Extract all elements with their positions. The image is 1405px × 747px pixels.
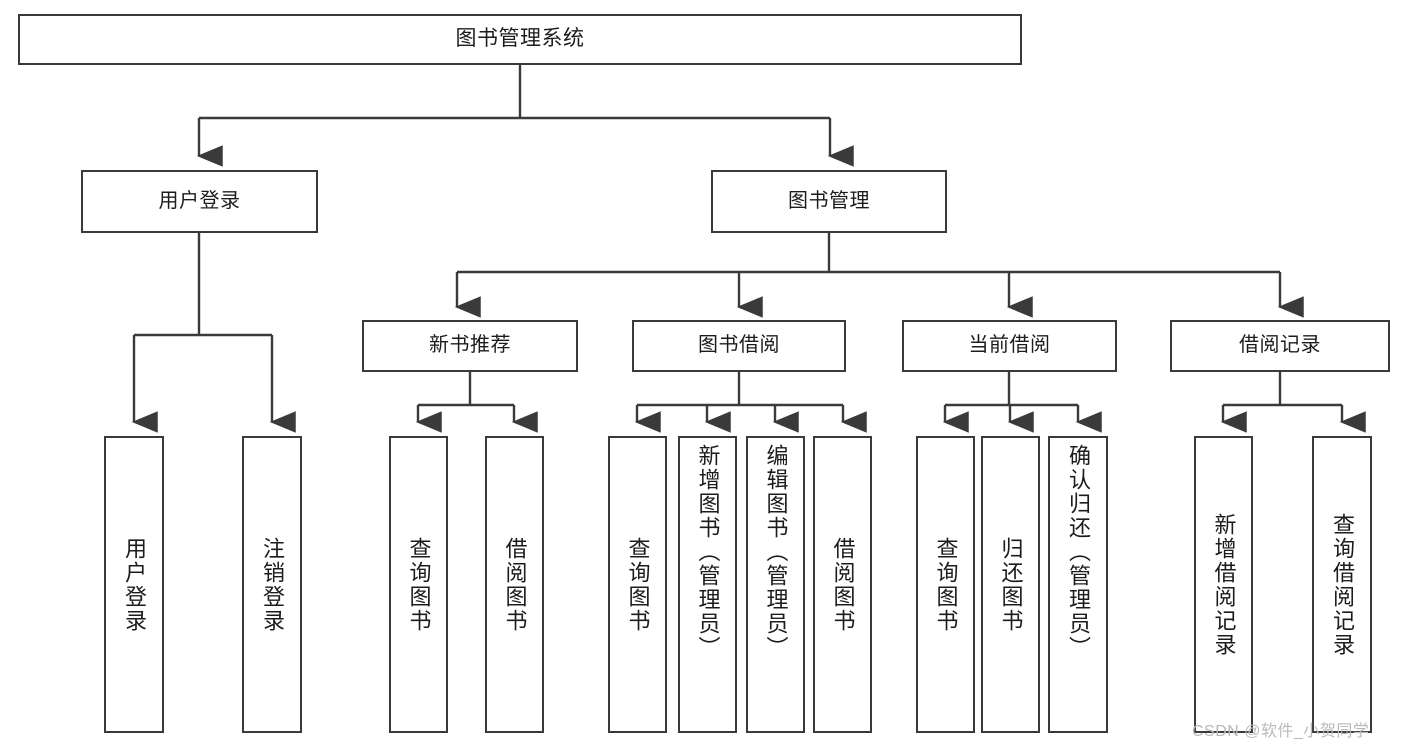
leaf-user-login-login[interactable]: 用户登录: [104, 436, 164, 733]
node-label: 新书推荐: [429, 334, 511, 357]
leaf-current-borrow-confirm-return[interactable]: 确认归还（管理员）: [1048, 436, 1108, 733]
node-label: 图书管理: [788, 189, 870, 212]
node-label: 归还图书: [998, 536, 1024, 633]
node-label: 图书借阅: [698, 334, 780, 357]
leaf-borrow-record-query[interactable]: 查询借阅记录: [1312, 436, 1372, 733]
node-label: 借阅图书: [502, 536, 528, 633]
node-label: 查询图书: [625, 536, 651, 633]
leaf-book-borrow-edit[interactable]: 编辑图书（管理员）: [746, 436, 805, 733]
node-user-login[interactable]: 用户登录: [81, 170, 318, 233]
leaf-book-borrow-add[interactable]: 新增图书（管理员）: [678, 436, 737, 733]
node-label: 新增图书（管理员）: [695, 444, 721, 660]
node-label: 当前借阅: [968, 334, 1051, 357]
leaf-borrow-record-add[interactable]: 新增借阅记录: [1194, 436, 1253, 733]
leaf-new-book-query[interactable]: 查询图书: [389, 436, 448, 733]
leaf-current-borrow-return[interactable]: 归还图书: [981, 436, 1040, 733]
node-label: 查询图书: [406, 536, 432, 633]
node-book-borrow[interactable]: 图书借阅: [632, 320, 846, 372]
leaf-current-borrow-query[interactable]: 查询图书: [916, 436, 975, 733]
node-label: 查询图书: [933, 536, 959, 633]
node-label: 注销登录: [260, 536, 285, 633]
node-label: 借阅记录: [1239, 334, 1321, 357]
leaf-book-borrow-query[interactable]: 查询图书: [608, 436, 667, 733]
leaf-book-borrow-borrow[interactable]: 借阅图书: [813, 436, 872, 733]
node-label: 用户登录: [158, 189, 241, 212]
node-label: 借阅图书: [830, 536, 856, 633]
leaf-user-login-logout[interactable]: 注销登录: [242, 436, 302, 733]
node-book-management[interactable]: 图书管理: [711, 170, 947, 233]
node-borrow-record[interactable]: 借阅记录: [1170, 320, 1390, 372]
node-current-borrow[interactable]: 当前借阅: [902, 320, 1117, 372]
node-label: 新增借阅记录: [1211, 512, 1237, 657]
node-new-book-recommend[interactable]: 新书推荐: [362, 320, 578, 372]
node-label: 确认归还（管理员）: [1066, 444, 1091, 660]
node-label: 用户登录: [122, 536, 147, 633]
node-label: 查询借阅记录: [1330, 512, 1355, 657]
node-root-system[interactable]: 图书管理系统: [18, 14, 1022, 65]
watermark-text: CSDN @软件_小贺同学: [1192, 723, 1370, 740]
node-label: 图书管理系统: [455, 27, 585, 51]
leaf-new-book-borrow[interactable]: 借阅图书: [485, 436, 544, 733]
node-label: 编辑图书（管理员）: [763, 444, 789, 660]
